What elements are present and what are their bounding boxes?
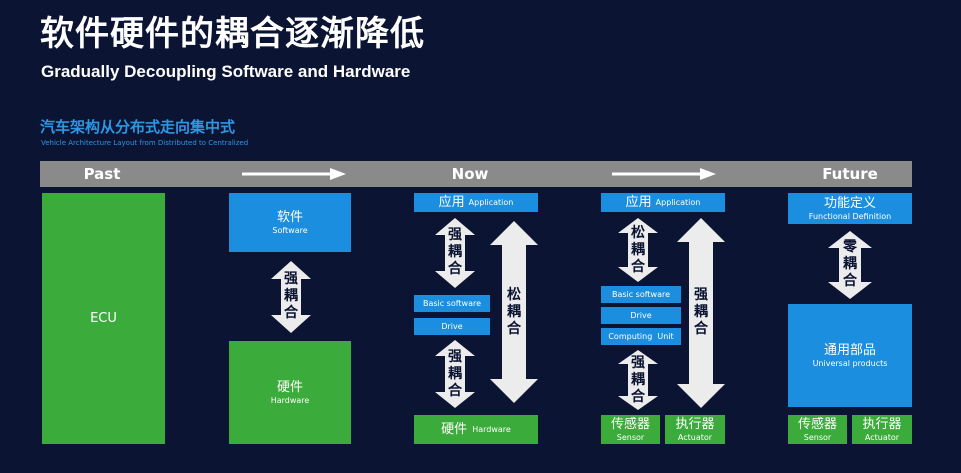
timeline-arrow-1 [242, 168, 346, 180]
next-top-coupling-label: 松耦合 [631, 225, 645, 275]
next-basic-software-label: Basic software [611, 290, 671, 299]
next-drive-block: Drive [601, 307, 681, 324]
page-title: 软件硬件的耦合逐渐降低 [40, 14, 425, 54]
next-computing-unit-label: Computing Unit [608, 332, 674, 341]
now-basic-software-block: Basic software [414, 295, 490, 312]
now-basic-software-label: Basic software [422, 299, 482, 308]
now-hardware-block: 硬件 Hardware [414, 415, 538, 444]
now-hardware-label: 硬件 [441, 421, 468, 437]
future-sensor-block: 传感器 Sensor [788, 415, 847, 444]
ecu-block: ECU [42, 193, 165, 444]
future-actuator-block: 执行器 Actuator [852, 415, 912, 444]
next-sensor-label: 传感器 [610, 416, 650, 432]
now-drive-label: Drive [441, 322, 463, 331]
next-sensor-block: 传感器 Sensor [601, 415, 660, 444]
timeline-band [40, 161, 912, 187]
future-sensor-label-english: Sensor [803, 432, 832, 442]
section-subtitle: 汽车架构从分布式走向集中式 [40, 118, 236, 136]
future-universal-products-block: 通用部品 Universal products [788, 304, 912, 407]
future-functional-definition-label: 功能定义 [823, 195, 876, 211]
past-hardware-label-english: Hardware [270, 395, 310, 405]
next-application-block: 应用 Application [601, 193, 725, 212]
past-hardware-label: 硬件 [276, 379, 303, 395]
now-side-coupling-arrow [490, 221, 538, 403]
next-side-coupling-arrow [677, 218, 725, 408]
past-software-label: 软件 [276, 209, 303, 225]
next-top-coupling-arrow [618, 218, 658, 282]
now-hardware-label-english: Hardware [472, 424, 511, 434]
future-coupling-arrow [828, 231, 872, 299]
future-coupling-label: 零耦合 [843, 239, 857, 289]
future-sensor-label: 传感器 [797, 416, 837, 432]
now-application-label: 应用 [438, 194, 465, 210]
next-actuator-label-english: Actuator [677, 432, 713, 442]
future-functional-definition-block: 功能定义 Functional Definition [788, 193, 912, 224]
ecu-label: ECU [90, 310, 117, 326]
now-bottom-coupling-label: 强耦合 [448, 349, 462, 399]
now-application-block: 应用 Application [414, 193, 538, 212]
next-actuator-block: 执行器 Actuator [665, 415, 725, 444]
past-coupling-arrow [271, 261, 311, 333]
now-bottom-coupling-arrow [435, 340, 475, 408]
timeline-now-label: Now [451, 165, 489, 183]
next-bottom-coupling-label: 强耦合 [631, 355, 645, 405]
next-side-coupling-label: 强耦合 [694, 287, 708, 337]
future-functional-definition-label-english: Functional Definition [808, 211, 892, 221]
past-coupling-label: 强耦合 [284, 271, 298, 321]
now-top-coupling-label: 强耦合 [448, 227, 462, 277]
past-hardware-block: 硬件 Hardware [229, 341, 351, 444]
past-software-block: 软件 Software [229, 193, 351, 252]
future-universal-products-label: 通用部品 [823, 342, 876, 358]
next-basic-software-block: Basic software [601, 286, 681, 303]
section-subtitle-english: Vehicle Architecture Layout from Distrib… [41, 139, 249, 147]
now-drive-block: Drive [414, 318, 490, 335]
next-sensor-label-english: Sensor [616, 432, 645, 442]
now-application-label-english: Application [468, 197, 514, 207]
future-universal-products-label-english: Universal products [812, 358, 888, 368]
next-drive-label: Drive [630, 311, 652, 320]
next-computing-unit-block: Computing Unit [601, 328, 681, 345]
timeline-past-label: Past [83, 165, 121, 183]
future-actuator-label-english: Actuator [864, 432, 900, 442]
timeline-arrow-2 [612, 168, 716, 180]
next-application-label-english: Application [655, 197, 701, 207]
timeline-future-label: Future [822, 165, 878, 183]
now-side-coupling-label: 松耦合 [507, 287, 521, 337]
future-actuator-label: 执行器 [862, 416, 902, 432]
now-top-coupling-arrow [435, 218, 475, 288]
past-software-label-english: Software [272, 225, 308, 235]
next-actuator-label: 执行器 [675, 416, 715, 432]
page-title-english: Gradually Decoupling Software and Hardwa… [41, 62, 411, 81]
next-application-label: 应用 [625, 194, 652, 210]
next-bottom-coupling-arrow [618, 350, 658, 410]
